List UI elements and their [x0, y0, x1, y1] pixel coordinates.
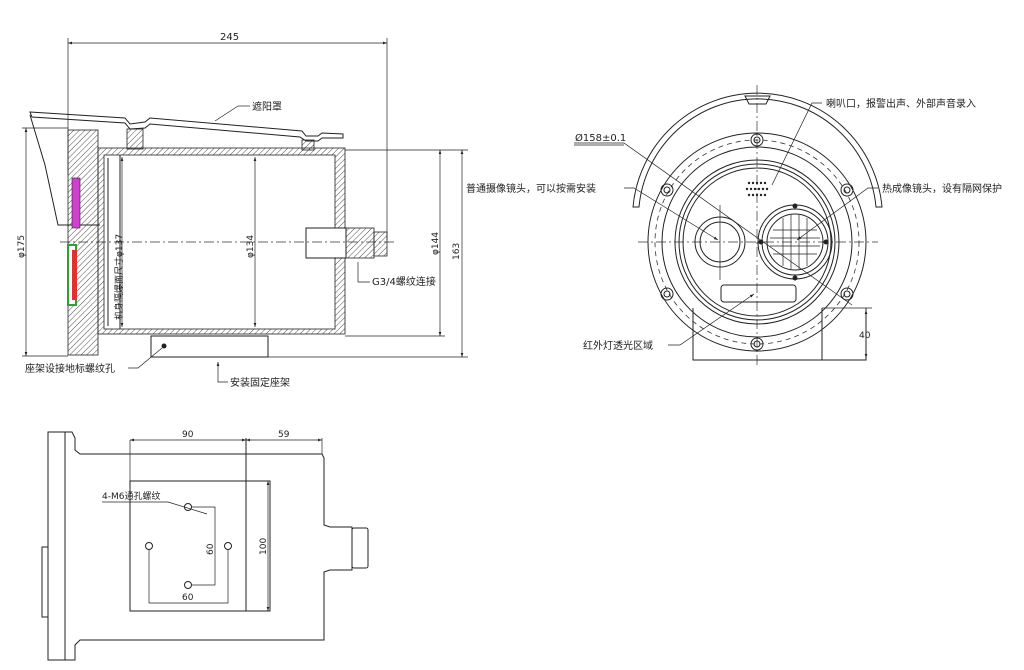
dim-outer-dia: φ175	[17, 235, 27, 258]
label-flameproof: 机身隔爆面尺寸φ137	[113, 234, 125, 320]
label-ir: 红外灯透光区域	[583, 339, 653, 352]
dim-base: 40	[859, 331, 871, 341]
mount-holes	[145, 503, 232, 589]
dim-60-h: 60	[182, 593, 194, 603]
label-speaker: 喇叭口，报警出声、外部声音录入	[826, 97, 976, 110]
label-thread: G3/4螺纹连接	[372, 275, 436, 288]
front-view: 40 Ø158±0.1 喇叭口，报警出声、外部声音录入 普通摄像镜头，可以按需安…	[466, 85, 1002, 365]
label-holes: 4-M6通孔螺纹	[102, 490, 160, 502]
dim-inner-dia: φ134	[246, 235, 256, 258]
label-thermal: 热成像镜头，设有隔网保护	[882, 182, 1002, 195]
dim-60-v: 60	[206, 543, 216, 555]
speaker-holes	[745, 181, 769, 197]
dim-height: 163	[452, 243, 462, 260]
label-camera: 普通摄像镜头，可以按需安装	[466, 182, 596, 195]
bottom-view: 90 59 100 60 60 4-M6通孔螺纹	[41, 430, 369, 661]
side-view: 245 遮阳罩 机身隔爆面尺寸φ137 φ134 φ175	[17, 32, 468, 389]
bolt-holes	[660, 133, 854, 351]
dim-body-dia: φ144	[431, 232, 441, 255]
label-ground-hole: 座架设接地标螺纹孔	[25, 362, 115, 375]
dim-90: 90	[182, 430, 194, 440]
dim-100: 100	[259, 538, 269, 555]
dim-length: 245	[220, 32, 239, 43]
label-dia: Ø158±0.1	[575, 132, 626, 144]
label-mount: 安装固定座架	[230, 376, 290, 389]
dim-59: 59	[278, 430, 290, 440]
label-sunshade: 遮阳罩	[252, 100, 282, 113]
